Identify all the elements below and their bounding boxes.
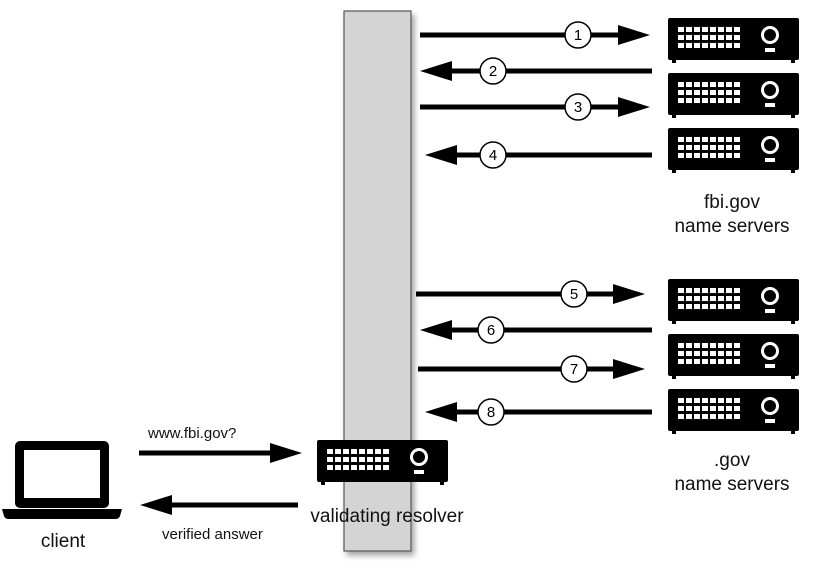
step-number: 5 [570,286,578,303]
step-marker-5: 5 [560,280,588,308]
server-icon [666,71,801,120]
server-icon [666,16,801,65]
query-arrow [139,443,302,463]
step-marker-3: 3 [564,93,592,121]
fbi-name-servers [666,16,801,175]
arrow-step-8 [425,402,652,422]
gov-servers-label-line2: name servers [674,474,789,495]
step-marker-2: 2 [479,57,507,85]
gov-name-servers [666,277,801,436]
arrow-step-4 [425,145,652,165]
step-number: 6 [487,322,495,339]
arrow-step-3 [420,97,650,117]
step-number: 3 [574,99,582,116]
arrow-step-7 [418,359,645,379]
step-number: 1 [574,27,582,44]
step-number: 8 [487,404,495,421]
step-marker-8: 8 [477,398,505,426]
step-number: 7 [570,361,578,378]
step-marker-1: 1 [564,21,592,49]
arrow-step-1 [420,25,650,45]
fbi-servers-label-line1: fbi.gov [704,192,760,213]
step-number: 4 [489,147,497,164]
arrow-step-5 [416,284,645,304]
resolver-server-icon [315,438,450,487]
arrow-step-6 [420,320,652,340]
gov-servers-label-line1: .gov [714,450,750,471]
query-label: www.fbi.gov? [147,425,236,442]
server-icon [666,277,801,326]
step-marker-6: 6 [477,316,505,344]
laptop-icon [2,441,122,519]
arrow-step-2 [420,61,652,81]
client-label: client [41,531,86,552]
resolver-label: validating resolver [310,506,464,527]
server-icon [666,126,801,175]
fbi-servers-label-line2: name servers [674,216,789,237]
step-marker-7: 7 [560,355,588,383]
answer-arrow [140,495,298,515]
step-marker-4: 4 [479,141,507,169]
server-icon [666,387,801,436]
answer-label: verified answer [162,526,263,543]
step-number: 2 [489,63,497,80]
server-icon [666,332,801,381]
